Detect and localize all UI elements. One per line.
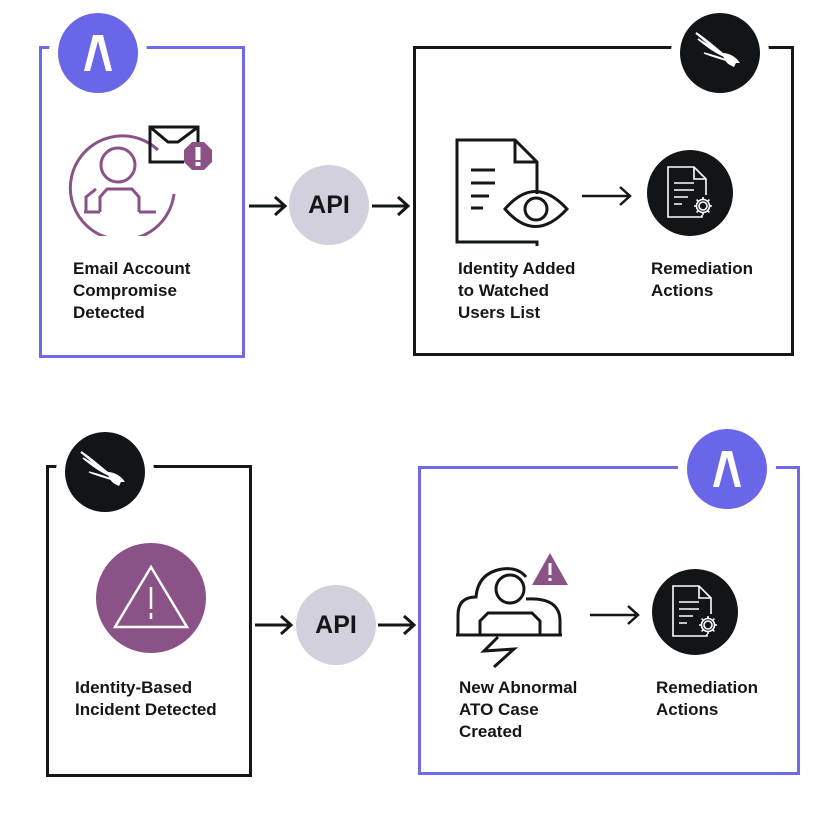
document-gear-icon (652, 569, 738, 655)
crowdstrike-falcon-logo (65, 432, 145, 512)
flow1-source-panel (39, 46, 245, 358)
label-line: Actions (651, 281, 714, 300)
label-line: Users List (458, 303, 541, 322)
flow2-step1-label: New Abnormal ATO Case Created (459, 677, 577, 743)
document-gear-glyph (667, 166, 712, 218)
api-connector: API (289, 165, 369, 245)
flow2-source-label: Identity-Based Incident Detected (75, 677, 217, 721)
arrow-icon (249, 195, 288, 217)
api-connector: API (296, 585, 376, 665)
api-label: API (308, 190, 350, 219)
arrow-icon (590, 605, 640, 625)
label-line: Detected (73, 303, 145, 322)
arrow-icon (372, 195, 411, 217)
flow2-target-panel (418, 466, 800, 775)
label-line: Actions (656, 700, 719, 719)
flow1-target-panel (413, 46, 794, 356)
abnormal-logo (687, 429, 767, 509)
flow1-source-label: Email Account Compromise Detected (73, 258, 190, 324)
document-gear-glyph (672, 585, 717, 637)
document-gear-icon (647, 150, 733, 236)
label-line: Remediation (656, 678, 759, 697)
label-line: Compromise (73, 281, 177, 300)
arrow-icon (582, 186, 632, 206)
flow2-step2-label: Remediation Actions (656, 677, 758, 721)
flow2-source-panel (46, 465, 252, 777)
label-line: Identity Added (458, 259, 576, 278)
crowdstrike-falcon-logo (680, 13, 760, 93)
label-line: Email Account (73, 259, 191, 278)
label-line: Identity-Based (75, 678, 193, 697)
label-line: ATO Case (459, 700, 539, 719)
abnormal-logo-icon (713, 451, 741, 487)
falcon-icon (80, 451, 125, 486)
abnormal-logo-icon (84, 35, 112, 71)
flow1-step2-label: Remediation Actions (651, 258, 753, 302)
label-line: to Watched (458, 281, 549, 300)
label-line: New Abnormal (459, 678, 578, 697)
warning-triangle-glyph (112, 564, 190, 629)
cloud-user-alert-icon (456, 553, 568, 669)
label-line: Incident Detected (75, 700, 217, 719)
label-line: Created (459, 722, 523, 741)
falcon-icon (695, 32, 740, 67)
label-line: Remediation (651, 259, 754, 278)
document-eye-icon (455, 138, 570, 246)
flow1-step1-label: Identity Added to Watched Users List (458, 258, 575, 324)
api-label: API (315, 610, 357, 639)
warning-triangle-icon (96, 543, 206, 653)
abnormal-logo (58, 13, 138, 93)
arrow-icon (255, 614, 294, 636)
user-email-alert-icon (68, 125, 212, 236)
arrow-icon (378, 614, 417, 636)
